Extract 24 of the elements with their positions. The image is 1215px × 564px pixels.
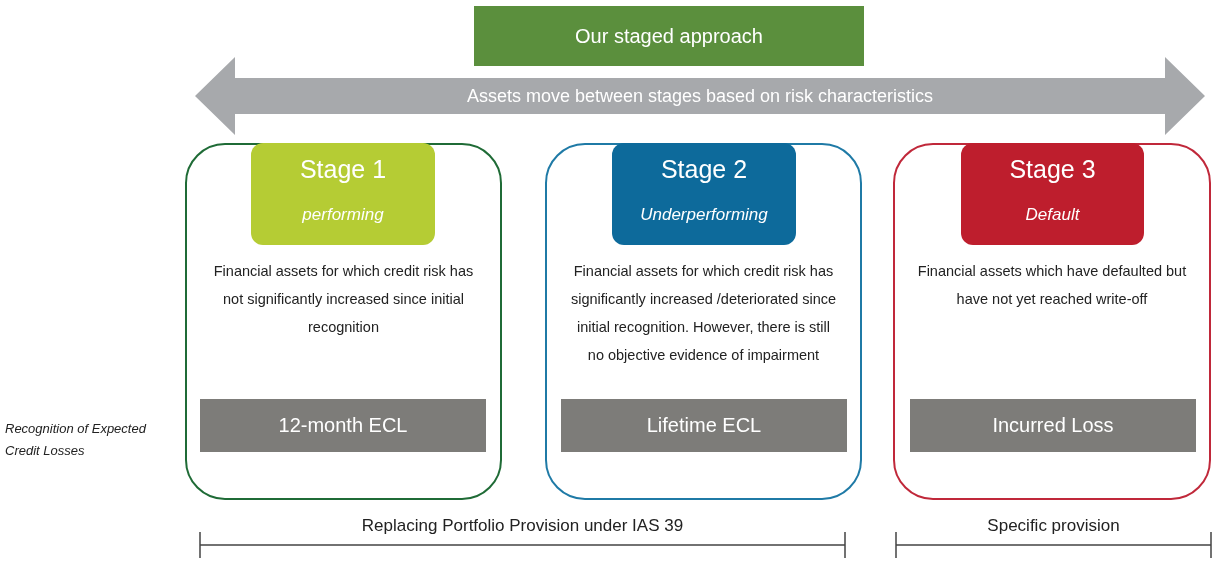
stage-header	[961, 143, 1144, 245]
stage-subtitle: Underperforming	[639, 205, 769, 225]
stage-header	[251, 143, 435, 245]
band-text: Assets move between stages based on risk characteristics	[466, 85, 934, 107]
stage-description: Financial assets for which credit risk has not significantly increased since initial recognition	[212, 262, 475, 337]
stage-card	[545, 143, 862, 500]
stage-header	[612, 143, 796, 245]
bracket-label: Specific provision	[986, 515, 1121, 537]
bracket-label: Replacing Portfolio Provision under IAS 39	[360, 515, 685, 537]
stage-title: Stage 3	[1008, 155, 1097, 184]
stage-title: Stage 1	[298, 155, 388, 184]
stage-card	[185, 143, 502, 500]
stage-subtitle: Default	[1024, 205, 1081, 225]
title-banner: Our staged approach	[474, 6, 864, 66]
loss-measure-panel: Incurred Loss	[910, 399, 1196, 452]
stage-description: Financial assets which have defaulted but have not yet reached write-off	[916, 262, 1188, 309]
stage-description: Financial assets for which credit risk has significantly increased /deteriorated since initial recognition. However, there is still no objective evidence of impairment	[569, 262, 838, 365]
stage-title: Stage 2	[659, 155, 749, 184]
loss-measure-panel: Lifetime ECL	[561, 399, 847, 452]
stage-card	[893, 143, 1211, 500]
double-arrow-band	[195, 57, 1205, 135]
loss-measure-panel: 12-month ECL	[200, 399, 486, 452]
stage-subtitle: performing	[301, 205, 385, 225]
side-note: Recognition of Expected Credit Losses	[5, 420, 148, 460]
